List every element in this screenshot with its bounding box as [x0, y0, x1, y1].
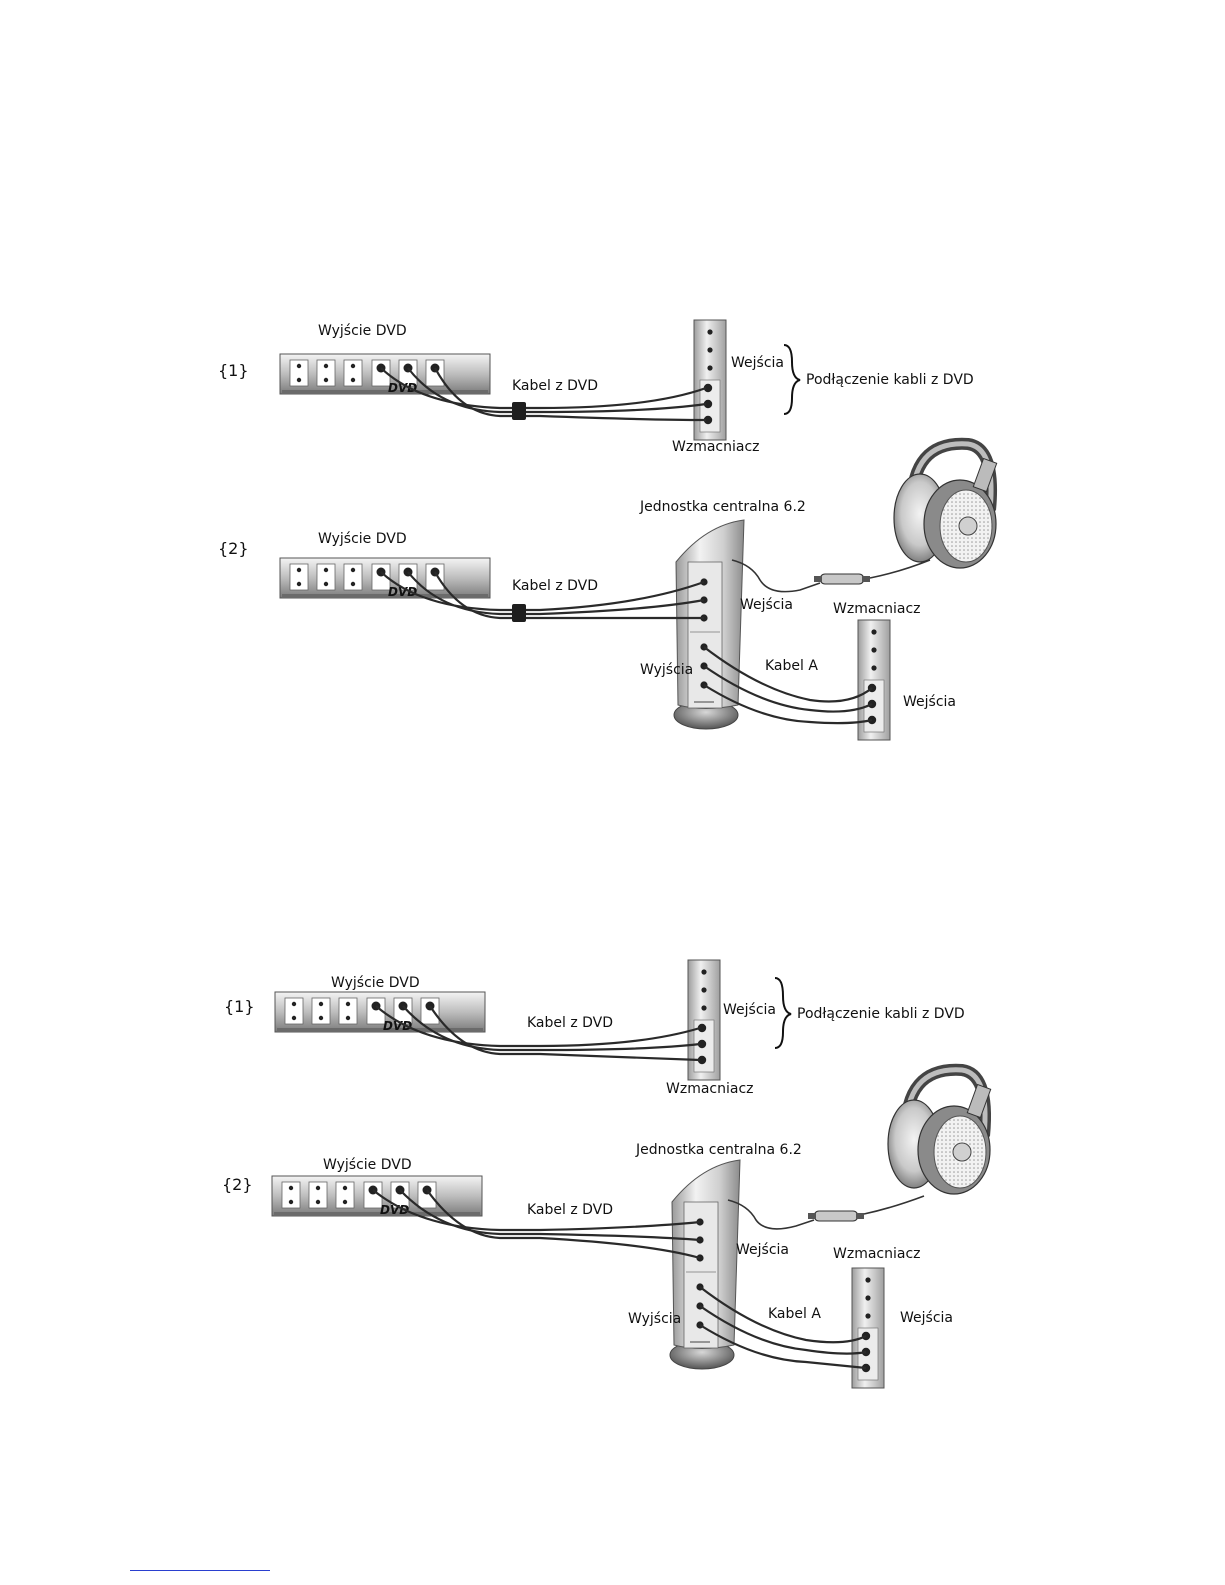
- dvd-player: [279, 557, 491, 599]
- cable-a: [703, 646, 873, 725]
- central-unit: [669, 1159, 741, 1370]
- dvd-logo: DVD: [383, 1019, 412, 1033]
- dvd-output-label: Wyjście DVD: [331, 975, 420, 991]
- dvd-logo: DVD: [388, 381, 417, 395]
- amplifier-label: Wzmacniacz: [666, 1081, 754, 1097]
- dvd-logo: DVD: [380, 1203, 409, 1217]
- headphones-icon: [894, 444, 997, 568]
- scenario-1: DVD {1} Wyjście DVD Kabel z DVD Wejścia …: [224, 959, 965, 1097]
- unit-inputs-label: Wejścia: [740, 597, 793, 613]
- headphones-icon: [888, 1070, 991, 1194]
- unit-inputs-label: Wejścia: [736, 1242, 789, 1258]
- brace-note: Podłączenie kabli z DVD: [797, 1006, 965, 1022]
- cable-label: Kabel z DVD: [512, 578, 598, 594]
- brace: [774, 977, 792, 1049]
- cable-a-label: Kabel A: [765, 658, 818, 674]
- outputs-label: Wyjścia: [628, 1311, 681, 1327]
- dvd-cable: [372, 1189, 701, 1260]
- dvd-cable: [380, 367, 707, 422]
- headphone-cable: [731, 559, 931, 593]
- scenario-tag: {1}: [218, 361, 249, 380]
- dvd-output-label: Wyjście DVD: [323, 1157, 412, 1173]
- scenario-2: DVD {2} Wyjście DVD Jednostka centraln: [222, 1070, 991, 1389]
- scenario-tag: {2}: [218, 539, 249, 558]
- scenario-tag: {2}: [222, 1175, 253, 1194]
- amp-inputs-label: Wejścia: [903, 694, 956, 710]
- cable-a: [699, 1286, 867, 1370]
- headphone-cable: [727, 1195, 925, 1230]
- amplifier-panel: [851, 1267, 885, 1389]
- outputs-label: Wyjścia: [640, 662, 693, 678]
- dvd-logo: DVD: [388, 585, 417, 599]
- cable-label: Kabel z DVD: [512, 378, 598, 394]
- brace-note: Podłączenie kabli z DVD: [806, 372, 974, 388]
- central-unit: [673, 519, 745, 730]
- cable-a-label: Kabel A: [768, 1306, 821, 1322]
- cable-label: Kabel z DVD: [527, 1015, 613, 1031]
- amplifier-panel: [693, 319, 727, 441]
- central-unit-label: Jednostka centralna 6.2: [635, 1142, 802, 1158]
- footnote-separator: [130, 1570, 270, 1571]
- cable-label: Kabel z DVD: [527, 1202, 613, 1218]
- dvd-output-label: Wyjście DVD: [318, 323, 407, 339]
- central-unit-label: Jednostka centralna 6.2: [639, 499, 806, 515]
- diagram-bottom: DVD {1} Wyjście DVD Kabel z DVD Wejścia …: [222, 959, 991, 1389]
- dvd-output-label: Wyjście DVD: [318, 531, 407, 547]
- scenario-2: DVD {2} Wyjście DVD Jednostka: [218, 444, 997, 741]
- dvd-cable: [380, 571, 705, 622]
- amp-inputs-label: Wejścia: [900, 1310, 953, 1326]
- inputs-label: Wejścia: [723, 1002, 776, 1018]
- amplifier-label: Wzmacniacz: [833, 1246, 921, 1262]
- diagram-top: DVD {1} Wyjście DVD Kabel z DVD Wejścia …: [218, 319, 997, 741]
- amplifier-label: Wzmacniacz: [672, 439, 760, 455]
- scenario-tag: {1}: [224, 997, 255, 1016]
- dvd-player: [271, 1175, 483, 1217]
- amplifier-panel: [687, 959, 721, 1081]
- brace: [783, 344, 801, 415]
- amplifier-label: Wzmacniacz: [833, 601, 921, 617]
- inputs-label: Wejścia: [731, 355, 784, 371]
- dvd-player: [279, 353, 491, 395]
- dvd-player: [274, 991, 486, 1033]
- dvd-cable: [375, 1005, 701, 1062]
- scenario-1: DVD {1} Wyjście DVD Kabel z DVD Wejścia …: [218, 319, 974, 455]
